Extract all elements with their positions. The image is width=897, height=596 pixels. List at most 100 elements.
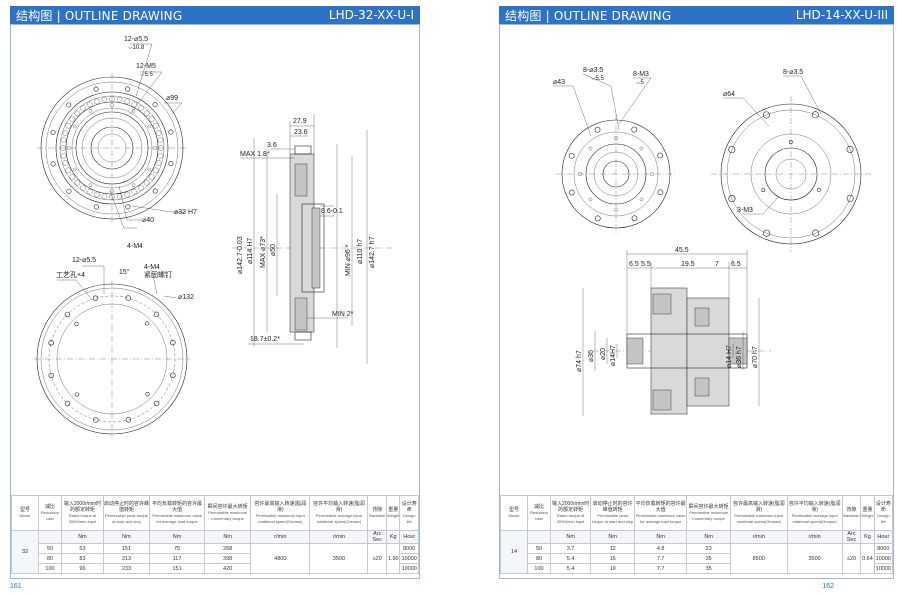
label-d14: ⌀14H7: [610, 345, 617, 366]
bolt-hole: [152, 102, 158, 108]
bolt-hole: [153, 400, 160, 407]
table-row: 100 96 233 151 420 10000: [12, 563, 419, 574]
col-avg-speed: 容许平均输入转速(脂润滑)Permissible average input r…: [786, 495, 843, 531]
bolt-hole: [138, 105, 144, 112]
label-d36: ⌀36: [588, 350, 595, 362]
bolt-hole: [124, 98, 130, 105]
bolt-hole: [131, 188, 138, 195]
bolt-hole: [148, 174, 155, 180]
bolt-hole: [125, 204, 131, 210]
label-w65b: 6.5: [731, 261, 741, 268]
label-hole-b: 8-⌀3.5: [783, 69, 803, 76]
bolt-hole: [80, 184, 86, 191]
label-m4: 4-M4: [127, 243, 143, 250]
bolt-hole: [657, 152, 664, 159]
cell-weight: 0.64: [860, 543, 875, 574]
bolt-hole: [92, 295, 99, 301]
bolt-hole: [811, 111, 819, 119]
label-w36: 3.6: [267, 142, 277, 149]
bolt-hole: [88, 183, 93, 188]
label-d14b: ⌀14 H7: [726, 345, 733, 368]
bolt-hole: [657, 189, 664, 196]
bolt-hole: [74, 392, 79, 397]
outline-drawing-lhd-14: ⌀43 8-⌀3.5 ⌵5.5 8-M3 ⌵5 8-⌀3.5 ⌀64 3-: [553, 67, 871, 416]
page-header: 结构图 | OUTLINE DRAWING LHD-32-XX-U-I: [10, 6, 420, 24]
front-view-input: [711, 75, 871, 252]
front-view-input: [34, 265, 190, 437]
label-d70: ⌀70 h7: [752, 346, 759, 368]
bolt-hole: [116, 193, 123, 200]
bolt-hole: [152, 167, 159, 174]
bolt-hole: [131, 183, 136, 188]
bolt-hole: [170, 372, 176, 378]
bolt-hole: [762, 111, 770, 119]
header-title: 结构图 | OUTLINE DRAWING: [505, 8, 672, 23]
label-tool-hole: 工艺孔×4: [56, 271, 85, 279]
bolt-hole: [152, 122, 159, 129]
bolt-hole: [48, 372, 54, 379]
label-w236: 23.6: [294, 129, 308, 136]
bolt-hole: [152, 188, 158, 194]
label-w195: 19.5: [681, 261, 695, 268]
bolt-hole: [109, 194, 115, 200]
bolt-hole: [65, 122, 72, 129]
label-d32: ⌀32 H7: [174, 209, 197, 216]
bolt-hole: [148, 116, 155, 122]
bolt-hole: [614, 136, 618, 140]
bolt-hole: [788, 140, 793, 144]
bolt-hole: [74, 321, 79, 326]
bolt-hole: [728, 195, 736, 203]
bolt-hole: [64, 400, 71, 407]
bolt-hole: [66, 188, 72, 194]
bolt-hole: [110, 103, 114, 107]
bolt-hole: [131, 101, 138, 108]
label-d74: ⌀74 h7: [576, 350, 583, 372]
bolt-hole: [110, 189, 114, 193]
cell-max-speed: 4800: [250, 543, 311, 574]
label-d40: ⌀40: [142, 217, 154, 224]
bolt-hole: [60, 152, 67, 159]
label-min2: MIN 2*: [332, 311, 354, 318]
label-w279: 27.9: [293, 118, 307, 125]
col-max-speed: 容许最高输入转速(脂润滑)Permissible maximum input r…: [250, 495, 311, 531]
label-hole-a: 8-⌀3.5: [583, 67, 603, 74]
bolt-hole: [728, 146, 736, 154]
header-title: 结构图 | OUTLINE DRAWING: [16, 8, 183, 23]
bolt-hole: [74, 110, 81, 117]
catalog-page-162: 结构图 | OUTLINE DRAWING LHD-14-XX-U-III ⌀4…: [499, 0, 894, 596]
bolt-hole: [125, 417, 132, 423]
bolt-hole: [50, 161, 56, 167]
bolt-hole: [594, 215, 601, 222]
label-d132: ⌀132: [178, 294, 194, 301]
units-row: 14 Nm Nm Nm Nm r/min r/min Arc Sec Kg Ho…: [500, 530, 894, 574]
page-number: 161: [10, 583, 22, 590]
bolt-hole: [93, 86, 99, 92]
bolt-hole: [124, 191, 130, 198]
label-d1427: ⌀142.7 h7: [369, 236, 376, 268]
bolt-hole: [650, 172, 654, 176]
bolt-hole: [67, 146, 71, 150]
bolt-hole: [614, 208, 618, 212]
bolt-hole: [138, 184, 144, 191]
label-m3b: 3-M3: [737, 207, 753, 214]
model-code: LHD-14-XX-U-III: [795, 8, 888, 22]
bolt-hole: [846, 145, 854, 153]
label-w455: 45.5: [675, 247, 689, 254]
section-view: [582, 250, 771, 416]
page-number: 162: [822, 583, 834, 590]
bolt-hole: [763, 229, 771, 237]
bolt-hole: [631, 215, 638, 222]
bolt-hole: [168, 129, 174, 135]
bolt-hole: [69, 174, 76, 180]
bolt-hole: [80, 105, 86, 112]
bolt-hole: [155, 160, 162, 166]
label-hole-a-depth: ⌵10.8: [128, 45, 145, 51]
label-w7: 7: [715, 261, 719, 268]
bolt-hole: [60, 137, 67, 144]
